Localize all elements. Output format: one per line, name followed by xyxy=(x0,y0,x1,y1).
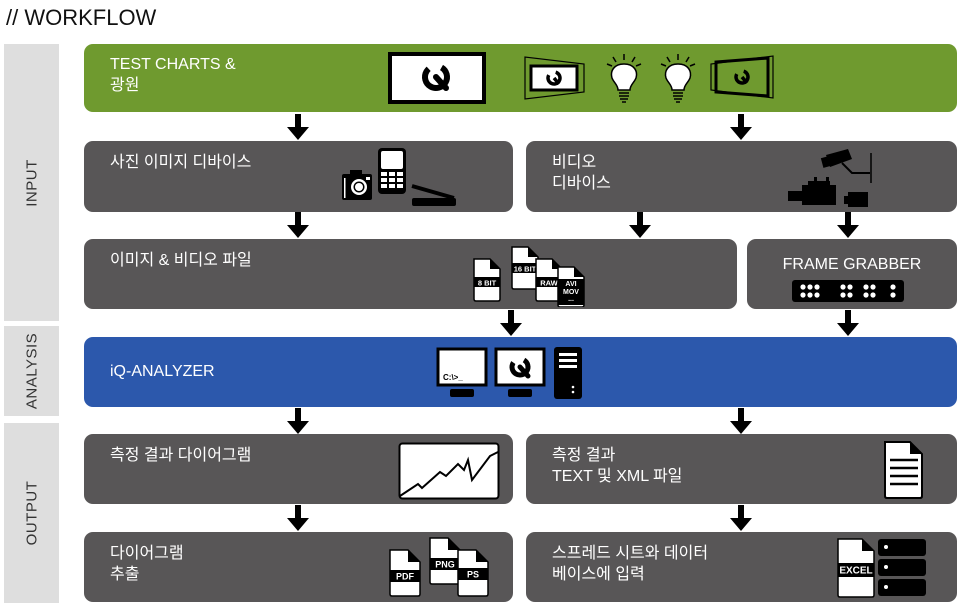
section-analysis-label: ANALYSIS xyxy=(23,332,40,410)
video-cameras-icon xyxy=(788,149,872,207)
reflective-chart-icon xyxy=(710,55,774,99)
flow-arrow xyxy=(730,505,752,531)
flow-arrow xyxy=(837,310,859,336)
camera-phone-scanner-icon xyxy=(342,148,456,206)
section-input-label: INPUT xyxy=(23,158,40,207)
node-result-diagrams-label: 측정 결과 다이어그램 xyxy=(110,447,252,464)
node-test-charts[interactable]: TEST CHARTS & 광원 xyxy=(84,44,957,112)
node-diagram-export[interactable]: 다이어그램 추출 PDF PNG PS xyxy=(84,532,513,602)
node-spreadsheet-db[interactable]: 스프레드 시트와 데이터 베이스에 입력 EXCEL xyxy=(526,532,957,602)
lightbulb-icon xyxy=(606,54,642,103)
file-ps-icon: PS xyxy=(457,549,489,597)
node-image-video-files-label: 이미지 & 비디오 파일 xyxy=(110,252,252,269)
section-input: INPUT xyxy=(4,44,59,321)
flow-arrow xyxy=(287,114,309,140)
terminal-prompt-label: C:\>_ xyxy=(443,373,463,382)
node-video-devices-label: 비디오 디바이스 xyxy=(552,154,611,192)
node-iq-analyzer-label: iQ-ANALYZER xyxy=(110,363,215,380)
database-icon xyxy=(878,539,926,596)
camera-icon xyxy=(342,170,372,200)
file-more-label: ... xyxy=(568,296,574,303)
section-output-label: OUTPUT xyxy=(23,480,40,546)
export-formats-icon: PDF PNG PS xyxy=(389,537,489,597)
frame-grabber-card-icon xyxy=(792,280,904,302)
file-8bit-icon: 8 BIT xyxy=(473,258,501,302)
node-photo-devices[interactable]: 사진 이미지 디바이스 xyxy=(84,141,513,212)
file-avi-mov-icon: AVI MOV ... xyxy=(557,266,585,307)
camcorder-icon xyxy=(788,177,836,205)
security-camera-icon xyxy=(820,149,872,183)
node-iq-analyzer[interactable]: iQ-ANALYZER C:\>_ xyxy=(84,337,957,407)
analyzer-workstation-icon: C:\>_ xyxy=(436,347,582,399)
file-pdf-icon: PDF xyxy=(389,549,421,597)
node-spreadsheet-db-label: 스프레드 시트와 데이터 베이스에 입력 xyxy=(552,545,709,583)
server-tower-icon xyxy=(554,347,582,399)
flow-arrow xyxy=(500,310,522,336)
file-mov-label: MOV xyxy=(563,289,579,296)
node-result-text-xml[interactable]: 측정 결과 TEXT 및 XML 파일 xyxy=(526,434,957,504)
file-png-label: PNG xyxy=(435,560,455,570)
section-analysis: ANALYSIS xyxy=(4,326,59,416)
phone-icon xyxy=(378,148,406,194)
node-video-devices[interactable]: 비디오 디바이스 xyxy=(526,141,957,212)
page-title: // WORKFLOW xyxy=(6,5,157,30)
file-16bit-label: 16 BIT xyxy=(514,265,537,274)
line-graph-icon xyxy=(398,442,500,500)
test-chart-icon xyxy=(388,52,486,104)
file-16bit-icon: 16 BIT xyxy=(511,246,539,290)
webcam-icon xyxy=(844,192,868,207)
node-diagram-export-label: 다이어그램 추출 xyxy=(110,545,184,583)
file-png-icon: PNG xyxy=(429,537,461,585)
node-result-diagrams[interactable]: 측정 결과 다이어그램 xyxy=(84,434,513,504)
file-raw-label: RAW xyxy=(540,279,558,288)
flow-arrow xyxy=(837,212,859,238)
section-output: OUTPUT xyxy=(4,423,59,603)
node-image-video-files[interactable]: 이미지 & 비디오 파일 8 BIT 16 BIT RAW AVI MOV ..… xyxy=(84,239,737,309)
flow-arrow xyxy=(287,505,309,531)
file-ps-label: PS xyxy=(467,570,479,580)
node-frame-grabber-label: FRAME GRABBER xyxy=(782,256,922,273)
flow-arrow xyxy=(287,212,309,238)
node-result-text-xml-label: 측정 결과 TEXT 및 XML 파일 xyxy=(552,447,683,485)
node-frame-grabber[interactable]: FRAME GRABBER xyxy=(747,239,957,309)
lightbulb-icon xyxy=(660,54,696,103)
excel-database-icon: EXCEL xyxy=(837,538,926,598)
flow-arrow xyxy=(629,212,651,238)
file-pdf-label: PDF xyxy=(396,572,415,582)
file-avi-label: AVI xyxy=(565,281,576,288)
flow-arrow xyxy=(730,114,752,140)
scanner-icon xyxy=(411,184,456,206)
file-formats-icon: 8 BIT 16 BIT RAW AVI MOV ... xyxy=(473,246,585,307)
file-excel-label: EXCEL xyxy=(839,566,872,577)
text-document-icon xyxy=(884,441,923,499)
file-8bit-label: 8 BIT xyxy=(478,279,497,288)
iq-monitor-icon xyxy=(494,347,546,397)
file-excel-icon: EXCEL xyxy=(837,538,875,598)
node-photo-devices-label: 사진 이미지 디바이스 xyxy=(110,154,252,171)
flow-arrow xyxy=(287,408,309,434)
flow-arrow xyxy=(730,408,752,434)
projected-chart-icon xyxy=(524,56,585,100)
node-test-charts-label: TEST CHARTS & 광원 xyxy=(110,56,236,94)
terminal-monitor-icon: C:\>_ xyxy=(436,347,488,397)
